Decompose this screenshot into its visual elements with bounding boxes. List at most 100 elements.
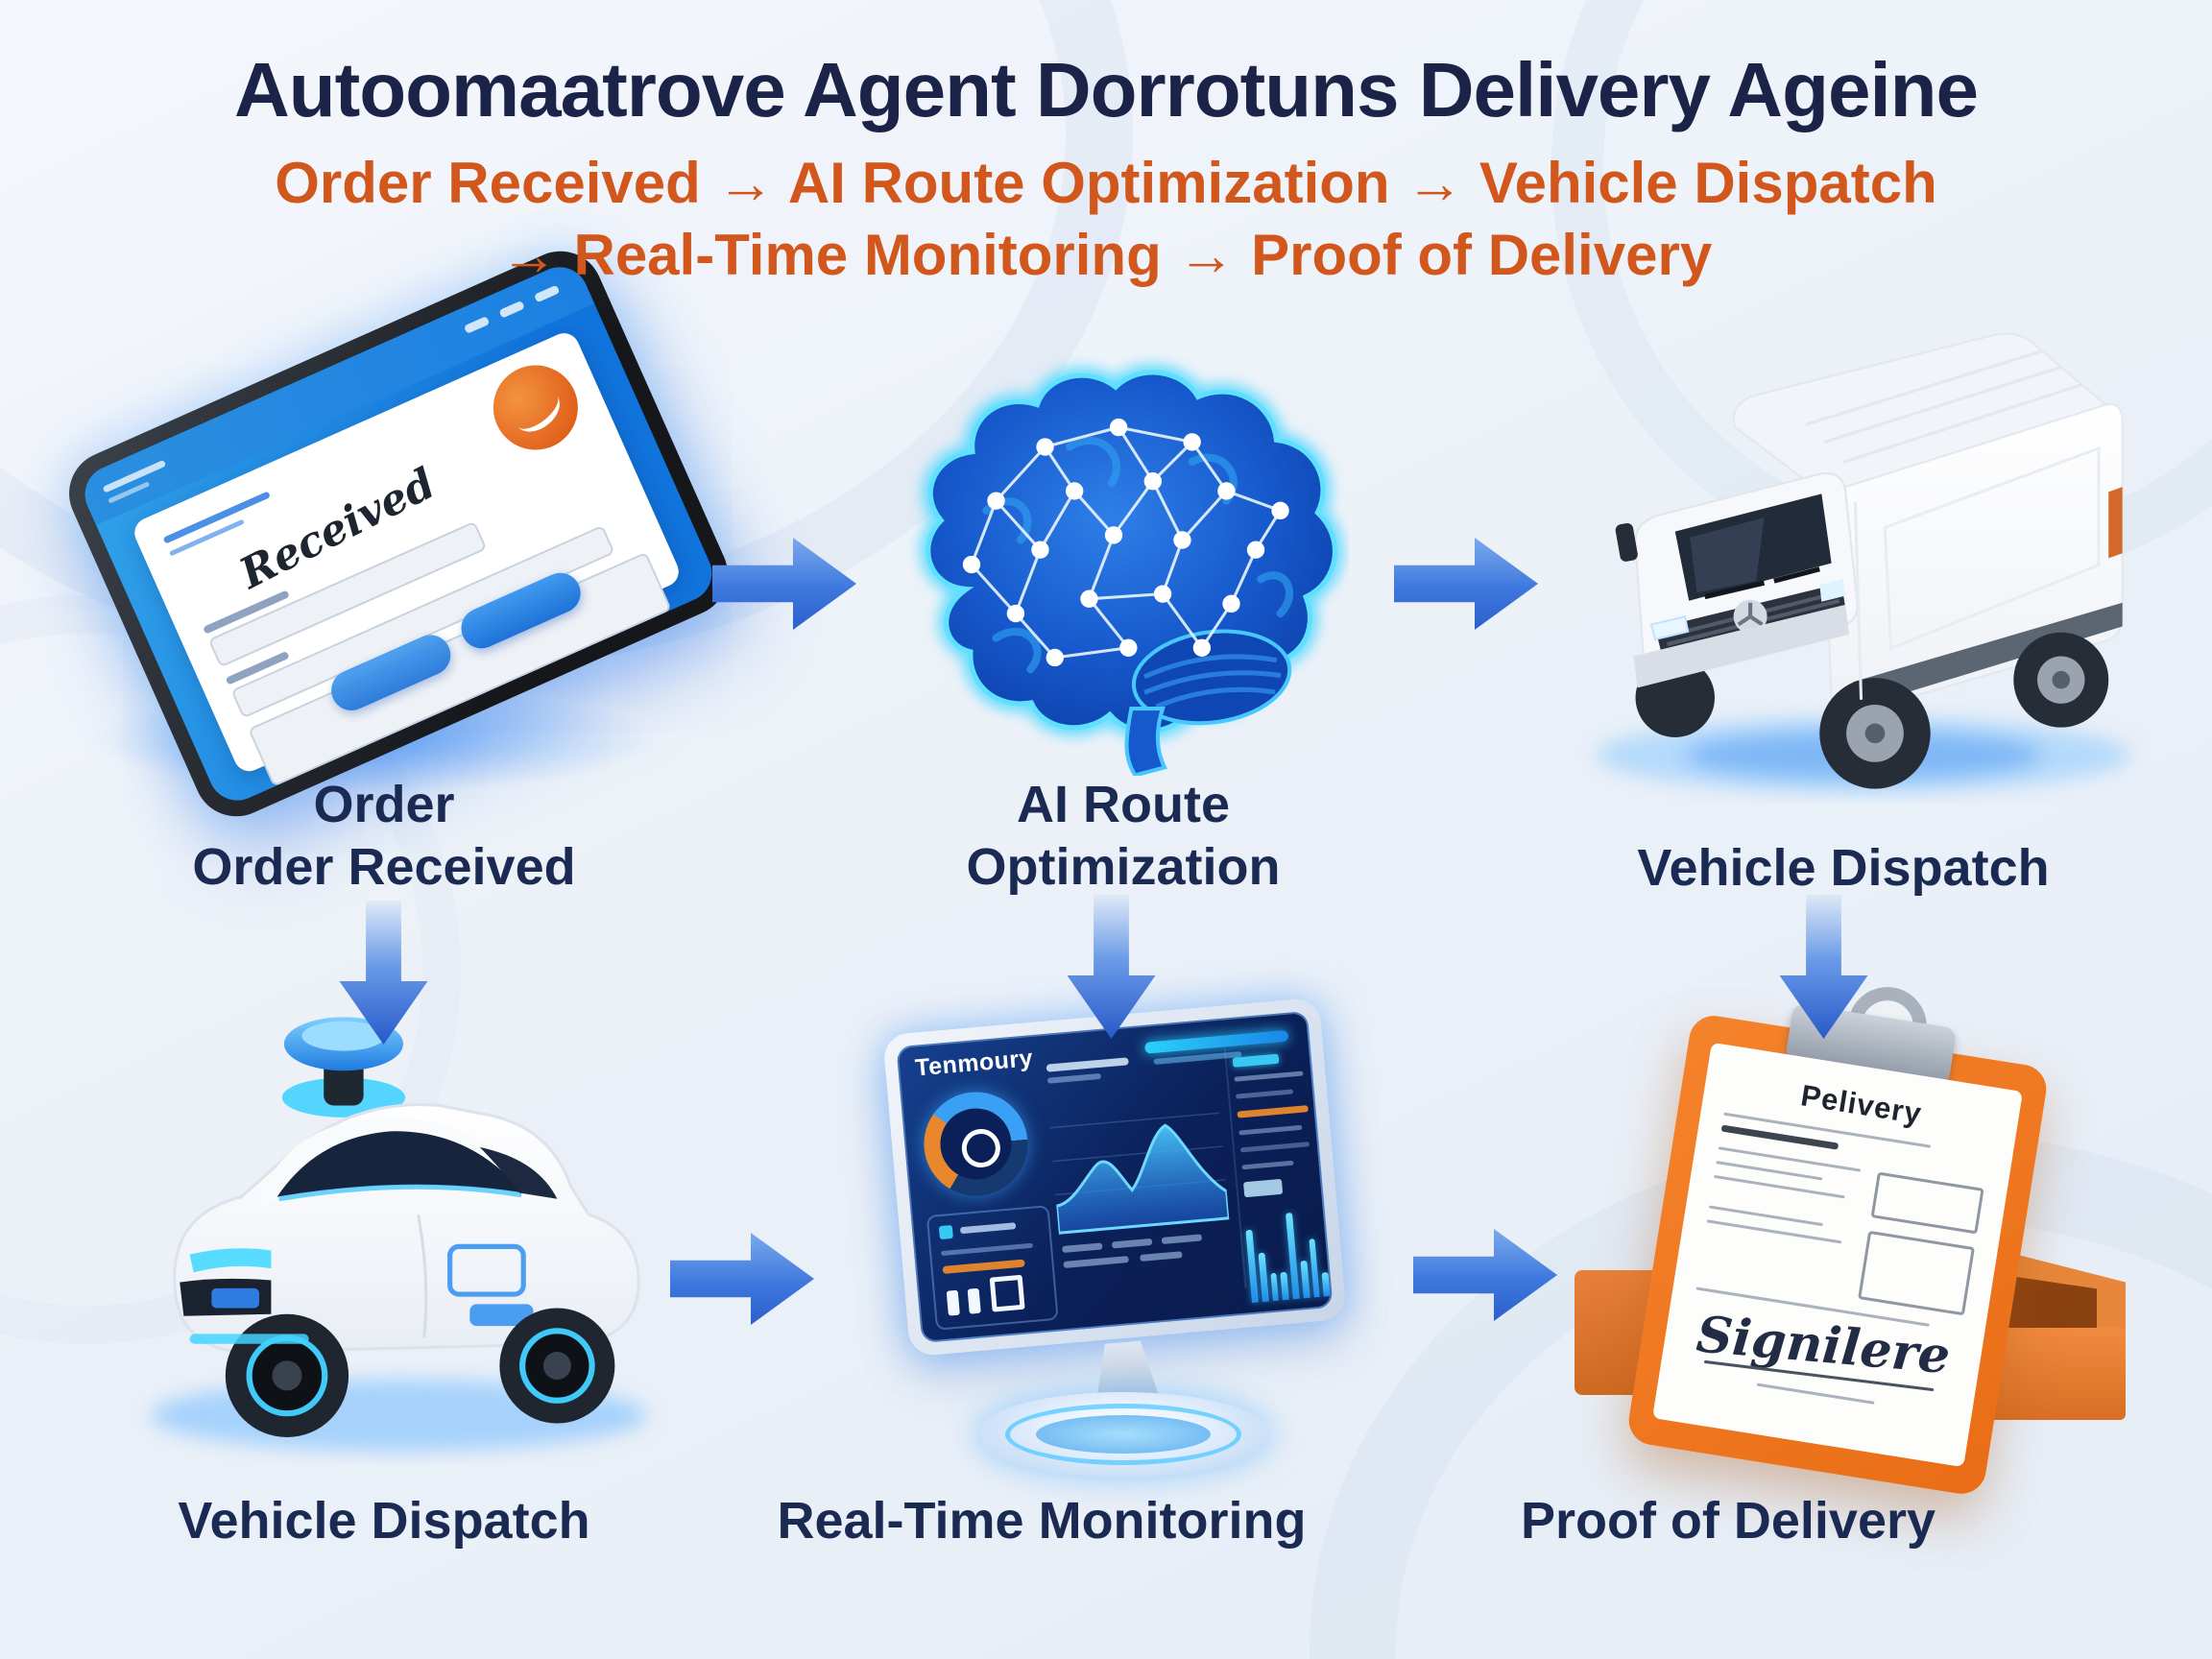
- car-door-seam: [416, 1214, 428, 1338]
- label-line: Order Received: [192, 837, 576, 896]
- label-order-received: Order Order Received: [67, 774, 701, 899]
- receipt-box: [1870, 1171, 1984, 1235]
- van-rear-hub-center: [2052, 670, 2071, 689]
- label-ai-route-optimization: AI Route Optimization: [826, 774, 1421, 899]
- car-windshield: [276, 1131, 524, 1197]
- neural-network-links: [970, 425, 1282, 660]
- monitor-bar: [1300, 1260, 1310, 1299]
- swoosh-icon: [506, 381, 568, 441]
- dashboard-title: Tenmoury: [914, 1045, 1035, 1082]
- car-windshield-glow-edge: [278, 1184, 522, 1202]
- order-received-illustration: Received: [55, 237, 749, 830]
- chart-caption-bar: [1046, 1057, 1129, 1072]
- monitor-bar: [1269, 1272, 1280, 1302]
- label-line: Optimization: [966, 837, 1281, 896]
- gauge-center-icon: [960, 1127, 1002, 1169]
- clipboard: Pelivery: [1624, 981, 2051, 1498]
- label-vehicle-dispatch-top: Vehicle Dispatch: [1637, 839, 2050, 897]
- label-vehicle-dispatch-bottom: Vehicle Dispatch: [178, 1492, 590, 1550]
- van-door-seam: [1853, 501, 1863, 700]
- chart-legend-bar: [1063, 1256, 1129, 1268]
- car-headlight-strip: [189, 1248, 272, 1273]
- base-ring-inner: [1036, 1415, 1211, 1454]
- ai-brain-icon: [920, 364, 1343, 778]
- monitor-frame: Tenmoury: [882, 997, 1347, 1358]
- kpi-text-bar: [1238, 1124, 1303, 1136]
- label-proof-of-delivery: Proof of Delivery: [1520, 1492, 1936, 1550]
- van-bumper: [1633, 604, 1850, 688]
- delivery-receipt-paper: Pelivery: [1652, 1042, 2023, 1468]
- car-underglow-bar: [189, 1334, 309, 1344]
- van-headlight-left: [1649, 614, 1690, 641]
- vehicle-dispatch-van-illustration: [1527, 288, 2160, 811]
- van-tail-light: [2108, 487, 2123, 559]
- van-front-hub-center: [1864, 723, 1886, 744]
- car-side-sensor-panel: [447, 1243, 526, 1297]
- ai-route-optimization-illustration: [878, 353, 1349, 778]
- van-skirt-trim: [1853, 602, 2123, 709]
- dashboard-area-chart: [1046, 1074, 1231, 1235]
- chart-caption-bar-2: [1046, 1072, 1102, 1084]
- receipt-line: [1718, 1146, 1862, 1172]
- chart-legend-bar: [1062, 1242, 1103, 1254]
- arrow-right-icon: [1413, 1229, 1557, 1321]
- tablet-header-icon: [498, 300, 525, 319]
- chart-legend-bar: [1161, 1234, 1203, 1244]
- receipt-field-column: [1713, 1146, 1862, 1200]
- receipt-line: [1713, 1174, 1845, 1199]
- monitor-bar: [1258, 1252, 1269, 1303]
- kpi-block: [1242, 1178, 1284, 1198]
- status-progress-bar: [942, 1259, 1025, 1274]
- proof-of-delivery-illustration: Pelivery: [1575, 981, 2131, 1498]
- label-real-time-monitoring: Real-Time Monitoring: [777, 1492, 1307, 1550]
- monitor-screen: Tenmoury: [896, 1010, 1334, 1344]
- flow-subtitle-line1: Order Received → AI Route Optimization →…: [275, 151, 1937, 215]
- dashboard-gauge: [919, 1087, 1032, 1200]
- kpi-text-bar: [1234, 1070, 1304, 1082]
- brain-cerebellum: [1131, 629, 1292, 726]
- van-headlight-right: [1819, 579, 1846, 602]
- autonomous-car-illustration: [120, 949, 686, 1472]
- van-mirror: [1615, 522, 1638, 562]
- car-rear-hub: [542, 1352, 571, 1381]
- kpi-text-bar: [1235, 1089, 1294, 1099]
- status-glyph: [967, 1287, 981, 1314]
- van-side-panel-line: [1883, 445, 2101, 651]
- status-text-bar: [959, 1222, 1017, 1235]
- autonomous-car-icon: [150, 1017, 647, 1452]
- lidar-stem: [324, 1059, 364, 1106]
- status-glyph: [989, 1274, 1025, 1312]
- arrow-right-icon: [1394, 538, 1538, 630]
- flow-subtitle-line2: → Real-Time Monitoring → Proof of Delive…: [499, 223, 1713, 288]
- header: Autoomaatrove Agent Dorrotuns Delivery A…: [0, 46, 2212, 290]
- order-logo-icon: [479, 351, 591, 464]
- form-heading-bar: [162, 491, 271, 544]
- gauge-hole: [937, 1105, 1015, 1183]
- van-wiper: [1704, 566, 1820, 600]
- kpi-text-bar: [1239, 1142, 1310, 1153]
- car-rear-window: [479, 1146, 558, 1199]
- status-glyph: [946, 1289, 960, 1316]
- lidar-knob-top: [301, 1021, 386, 1051]
- van-emblem-star: [1737, 602, 1764, 627]
- dashboard-highlight-bar-2: [1153, 1050, 1242, 1065]
- monitor-bar: [1245, 1229, 1259, 1304]
- chart-legend-bar: [1140, 1251, 1183, 1262]
- kpi-text-bar: [1241, 1160, 1294, 1170]
- receipt-box: [1858, 1230, 1975, 1316]
- car-side-accent: [469, 1304, 534, 1327]
- label-line: Order: [313, 776, 455, 833]
- status-text-bar: [941, 1242, 1034, 1257]
- status-icon: [938, 1224, 953, 1240]
- area-chart-icon: [1049, 1112, 1231, 1235]
- kpi-orange-bar: [1237, 1105, 1309, 1118]
- van-windshield-glare: [1690, 517, 1765, 593]
- dashboard-status-panel: [926, 1205, 1059, 1331]
- monitor-bar-chart: [1243, 1202, 1331, 1304]
- label-line: AI Route: [1017, 776, 1230, 833]
- monitor-bar: [1280, 1271, 1289, 1301]
- car-license-plate: [211, 1287, 259, 1309]
- neural-network-nodes: [962, 418, 1289, 667]
- delivery-van-icon: [1596, 332, 2130, 793]
